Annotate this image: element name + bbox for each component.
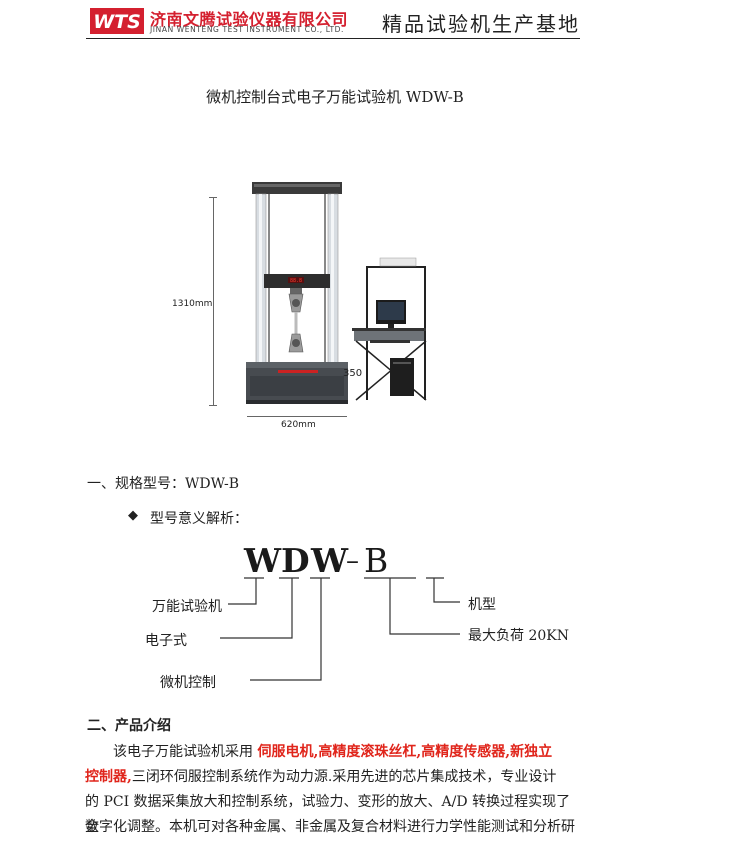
slogan: 精品试验机生产基地 [382,12,580,36]
label-machine-type: 机型 [468,597,496,613]
label-universal-testing-machine: 万能试验机 [152,599,222,615]
testing-machine-image: 88.8 [246,182,427,404]
depth-dimension-label: 350 [343,368,363,379]
intro-line-1: 该电子万能试验机采用 伺服电机,高精度滚珠丝杠,高精度传感器,新独立 [85,740,583,765]
company-name-cn: 济南文腾试验仪器有限公司 [150,10,349,29]
label-micro-control: 微机控制 [160,675,216,691]
intro-line-1-text: 该电子万能试验机采用 [113,744,258,760]
width-dimension-label: 620mm [281,420,316,430]
height-dimension-line [213,197,214,405]
model-code-letter-w2: W [311,541,349,580]
section-1-model: WDW-B [185,476,240,492]
intro-line-2: 控制器,三闭环伺服控制系统作为动力源.采用先进的芯片集成技术，专业设计 [85,765,583,790]
wts-logo: WTS [90,8,144,34]
intro-highlight-1: 伺服电机,高精度滚珠丝杠,高精度传感器,新独立 [257,744,553,760]
model-meaning-label: 型号意义解析： [150,511,248,527]
intro-line-4: 数字化调整。本机可对各种金属、非金属及复合材料进行力学性能测试和分析研 [85,819,575,835]
section-1-heading-prefix: 一、规格型号： [87,476,185,492]
intro-line-3: 的 PCI 数据采集放大和控制系统，试验力、变形的放大、A/D 转换过程实现了全 [85,794,571,835]
model-code-dash: – [346,546,359,576]
intro-line-2-text: 三闭环伺服控制系统作为动力源.采用先进的芯片集成技术，专业设计 [131,769,557,785]
company-name-en: JINAN WENTENG TEST INSTRUMENT CO., LTD. [150,25,345,34]
height-dimension-label: 1310mm [172,299,213,309]
header-divider [86,38,580,39]
model-code-letter-w1: W [244,541,282,580]
label-electronic: 电子式 [145,633,187,649]
logo-text: WTS [93,11,141,33]
model-code-letter-b: B [364,541,389,580]
label-max-load: 最大负荷 20KN [468,628,569,644]
width-dimension-line [247,416,347,417]
svg-text:88.8: 88.8 [290,278,302,284]
model-code-letter-d: D [281,541,310,580]
diamond-bullet-icon: ◆ [128,508,138,523]
intro-highlight-2: 控制器, [85,769,132,785]
height-dimension-tick-bottom [209,405,217,406]
document-title: 微机控制台式电子万能试验机 WDW-B [206,88,464,106]
height-dimension-tick-top [209,197,217,198]
section-2-heading: 二、产品介绍 [87,718,171,734]
model-code-leader-lines [220,577,460,681]
section-1-heading: 一、规格型号：WDW-B [87,473,239,493]
